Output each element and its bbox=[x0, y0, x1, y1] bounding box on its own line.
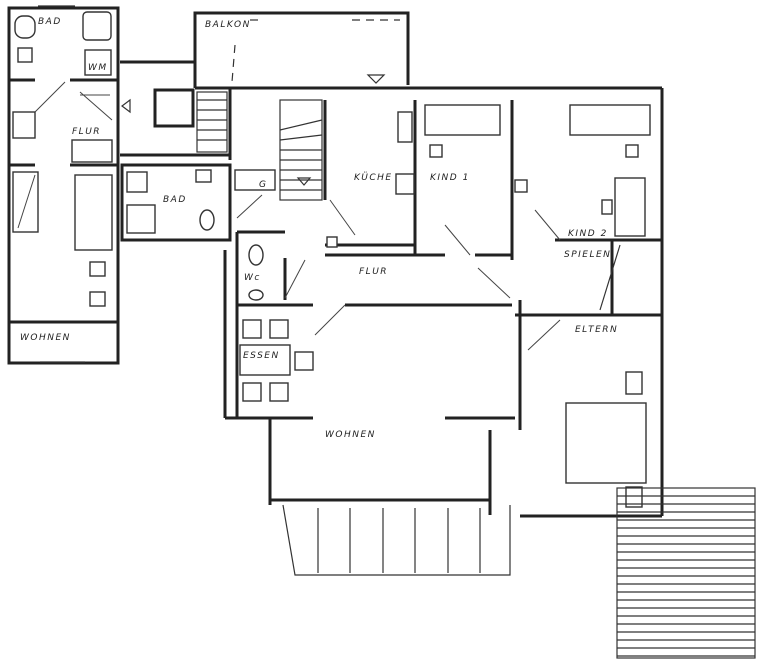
chair-icon bbox=[89, 261, 106, 277]
direction-arrow-icon bbox=[121, 98, 131, 114]
desk-icon bbox=[614, 177, 646, 237]
entrance-arrow-icon bbox=[366, 74, 386, 84]
bed-icon bbox=[424, 104, 501, 136]
sink-icon bbox=[248, 289, 264, 301]
label-wohnen-left: WOHNEN bbox=[20, 333, 71, 343]
furniture bbox=[80, 94, 651, 508]
label-flur-main: FLUR bbox=[359, 267, 388, 277]
dining-table-icon bbox=[239, 344, 291, 376]
toilet-icon bbox=[248, 244, 264, 266]
stairs bbox=[121, 91, 323, 201]
counter-icon bbox=[71, 139, 113, 163]
bed-icon bbox=[74, 174, 113, 251]
label-balkon: BALKON bbox=[205, 20, 251, 30]
fridge-icon bbox=[397, 111, 413, 143]
balcony bbox=[193, 11, 410, 88]
label-g: G bbox=[259, 180, 267, 190]
stair-arrow-icon bbox=[296, 177, 312, 186]
stove-icon bbox=[395, 173, 415, 195]
chair-icon bbox=[89, 291, 106, 307]
label-essen: ESSEN bbox=[243, 351, 280, 361]
shower-icon bbox=[82, 11, 112, 41]
label-flur-left: FLUR bbox=[72, 127, 101, 137]
stove-icon bbox=[12, 111, 36, 139]
label-bad-center: BAD bbox=[163, 195, 187, 205]
label-spielen: SPIELEN bbox=[564, 250, 611, 260]
terrace bbox=[282, 504, 511, 576]
label-eltern: ELTERN bbox=[575, 325, 618, 335]
label-wohnen-main: WOHNEN bbox=[325, 430, 376, 440]
washing-machine-icon bbox=[84, 49, 112, 76]
label-wc: Wc bbox=[244, 273, 261, 283]
room-labels: BAD WM FLUR WOHNEN BALKON BAD G KÜCHE KI… bbox=[20, 17, 618, 440]
left-wing bbox=[7, 5, 120, 365]
label-kueche: KÜCHE bbox=[354, 172, 393, 183]
label-wm: WM bbox=[88, 63, 108, 73]
sink-icon bbox=[17, 47, 33, 63]
label-kind2: KIND 2 bbox=[568, 229, 608, 239]
exterior-stairs bbox=[616, 487, 756, 659]
label-kind1: KIND 1 bbox=[430, 173, 470, 183]
cabinet-icon bbox=[12, 171, 39, 233]
double-bed-icon bbox=[565, 402, 647, 484]
main-walls bbox=[120, 60, 664, 518]
toilet-icon bbox=[14, 15, 36, 39]
bed-icon bbox=[569, 104, 651, 136]
toilet-icon bbox=[199, 209, 215, 231]
label-bad-left: BAD bbox=[38, 17, 62, 27]
